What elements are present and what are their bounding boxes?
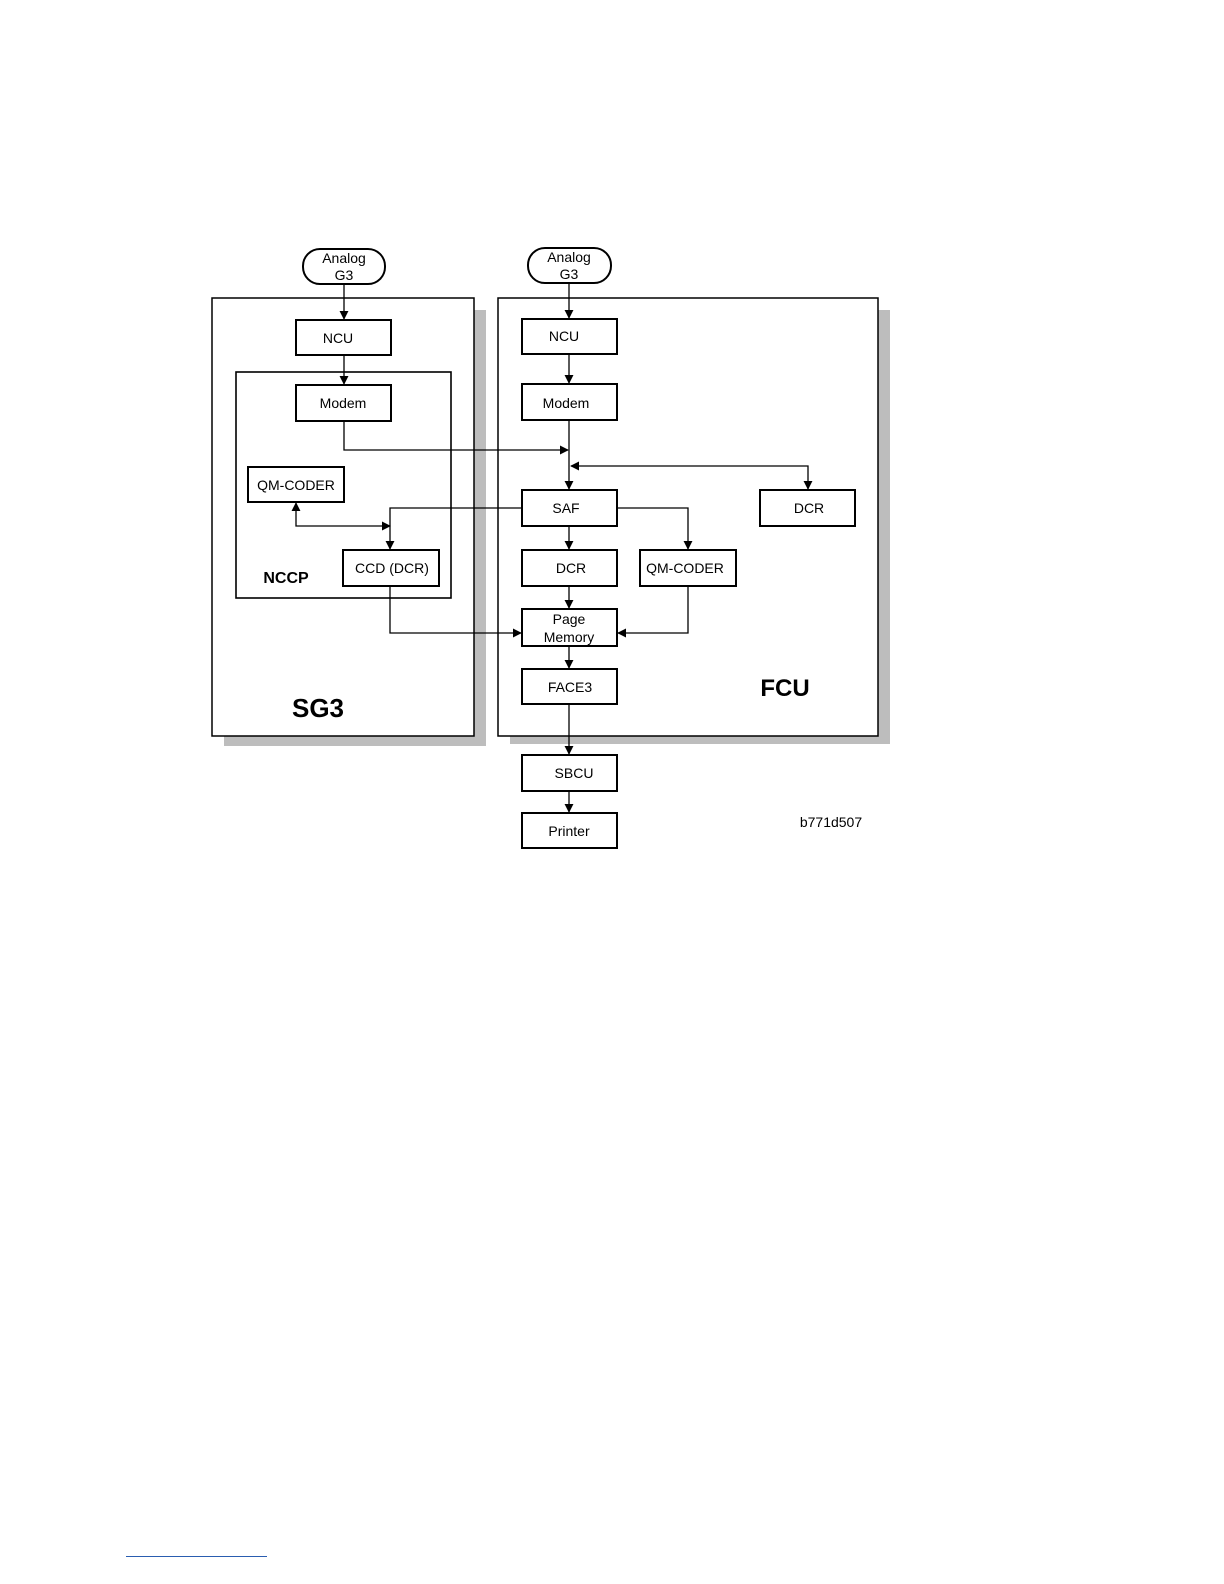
svg-text:Memory: Memory <box>544 629 595 645</box>
fcu-title: FCU <box>760 675 809 702</box>
fcu-ncu-box: NCU <box>522 319 617 354</box>
svg-text:Printer: Printer <box>548 823 590 839</box>
footnote-separator <box>126 1556 267 1557</box>
svg-text:SAF: SAF <box>552 500 579 516</box>
sbcu-box: SBCU <box>522 755 617 791</box>
svg-text:Analog: Analog <box>547 249 591 265</box>
svg-text:Analog: Analog <box>322 250 366 266</box>
svg-text:Modem: Modem <box>320 395 367 411</box>
sg3-ccd-dcr-box: CCD (DCR) <box>343 550 439 586</box>
fcu-qm-coder-box: QM-CODER <box>640 550 736 586</box>
svg-text:Page: Page <box>553 611 586 627</box>
sg3-ncu-box: NCU <box>296 320 391 355</box>
svg-text:Modem: Modem <box>543 395 590 411</box>
fcu-dcr-right-box: DCR <box>760 490 855 526</box>
svg-text:G3: G3 <box>560 266 579 282</box>
svg-text:NCU: NCU <box>549 328 579 344</box>
sg3-panel: SG3 <box>212 298 486 746</box>
page-memory-box: Page Memory <box>522 609 617 646</box>
fcu-modem-box: Modem <box>522 384 617 420</box>
svg-text:QM-CODER: QM-CODER <box>646 560 724 576</box>
svg-text:G3: G3 <box>335 267 354 283</box>
svg-text:CCD (DCR): CCD (DCR) <box>355 560 429 576</box>
svg-text:SBCU: SBCU <box>555 765 594 781</box>
svg-text:DCR: DCR <box>556 560 586 576</box>
saf-box: SAF <box>522 490 617 526</box>
sg3-title: SG3 <box>292 693 344 723</box>
sg3-qm-coder-box: QM-CODER <box>248 467 344 502</box>
printer-box: Printer <box>522 813 617 848</box>
figure-id: b771d507 <box>800 814 863 830</box>
sg3-modem-box: Modem <box>296 385 391 421</box>
fcu-analog-g3-input: Analog G3 <box>528 248 611 283</box>
svg-text:FACE3: FACE3 <box>548 679 593 695</box>
fcu-dcr-box: DCR <box>522 550 617 586</box>
nccp-label: NCCP <box>263 570 309 587</box>
sg3-analog-g3-input: Analog G3 <box>303 249 385 284</box>
svg-text:NCU: NCU <box>323 330 353 346</box>
svg-text:DCR: DCR <box>794 500 824 516</box>
face3-box: FACE3 <box>522 669 617 704</box>
svg-text:QM-CODER: QM-CODER <box>257 477 335 493</box>
